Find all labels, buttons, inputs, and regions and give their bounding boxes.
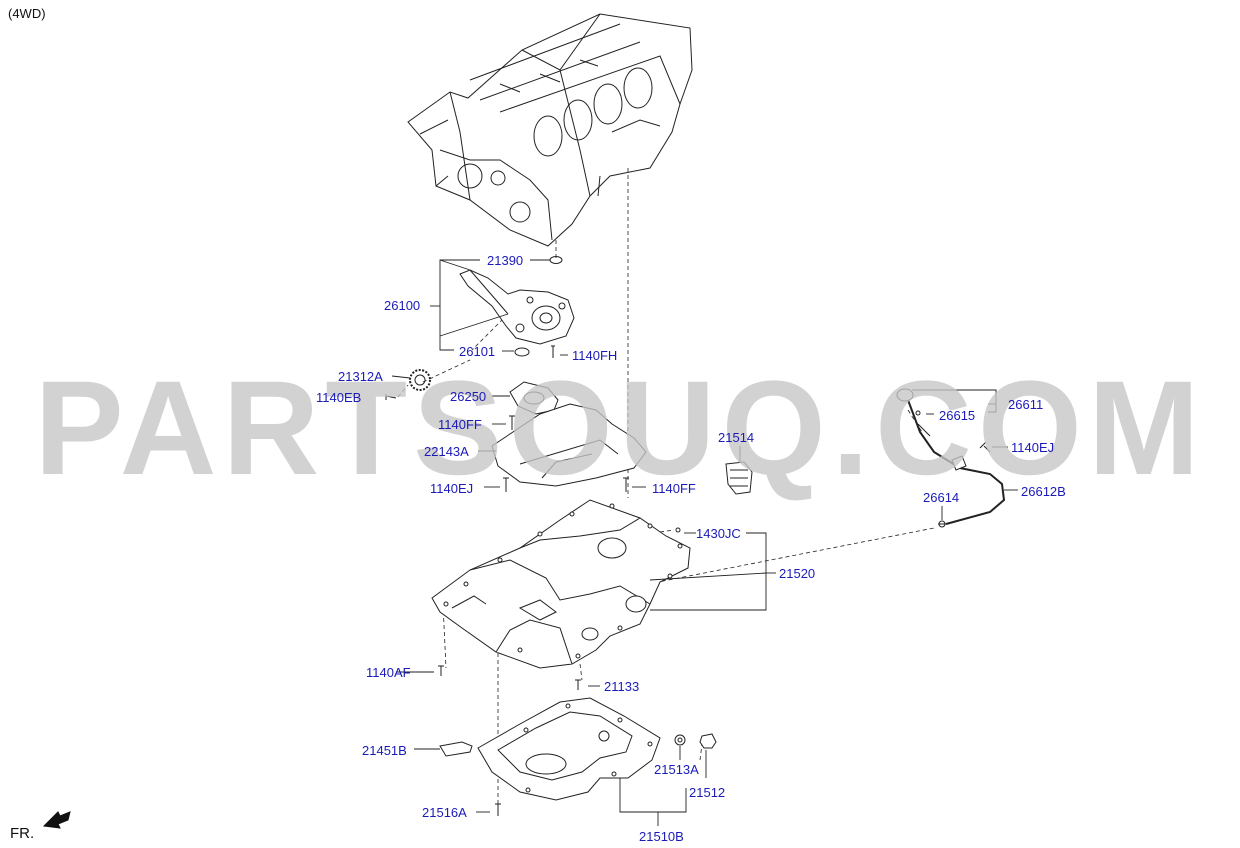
lower-oil-pan-drawing (477, 697, 661, 801)
part-label-26612b[interactable]: 26612B (1021, 484, 1066, 499)
upper-oil-pan-drawing (431, 499, 691, 669)
bolt-drawings (385, 345, 991, 816)
oil-strainer-drawing (509, 381, 559, 415)
part-label-1140ej-right[interactable]: 1140EJ (1011, 440, 1055, 455)
part-label-1140af[interactable]: 1140AF (366, 665, 411, 680)
part-label-21312a[interactable]: 21312A (338, 369, 383, 384)
part-label-21514[interactable]: 21514 (718, 430, 755, 445)
part-label-26250[interactable]: 26250 (450, 389, 487, 404)
part-label-1430jc[interactable]: 1430JC (696, 526, 741, 541)
part-label-26611[interactable]: 26611 (1008, 397, 1044, 412)
part-label-21516a[interactable]: 21516A (422, 805, 467, 820)
part-label-26101[interactable]: 26101 (459, 344, 496, 359)
oil-pump-drawing (459, 269, 575, 345)
front-direction-arrow-icon (42, 811, 71, 829)
part-label-21451b[interactable]: 21451B (362, 743, 407, 758)
leader-lines (391, 259, 1018, 826)
part-label-21510b[interactable]: 21510B (639, 829, 684, 844)
front-orientation-label: FR. (10, 825, 35, 842)
part-label-1140ff-upper[interactable]: 1140FF (438, 417, 482, 432)
part-label-22143a[interactable]: 22143A (424, 444, 469, 459)
part-label-21513a[interactable]: 21513A (654, 762, 699, 777)
part-label-1140fh[interactable]: 1140FH (572, 348, 618, 363)
baffle-plate-drawing (491, 403, 647, 487)
engine-block-drawing (407, 13, 693, 247)
part-label-21512[interactable]: 21512 (689, 785, 726, 800)
part-label-21133[interactable]: 21133 (604, 679, 640, 694)
part-label-21390[interactable]: 21390 (487, 253, 524, 268)
part-label-1140eb[interactable]: 1140EB (316, 390, 362, 405)
part-label-1140ff-lower[interactable]: 1140FF (652, 481, 696, 496)
variant-label: (4WD) (8, 6, 46, 21)
part-label-26100[interactable]: 26100 (384, 298, 421, 313)
part-label-1140ej-left[interactable]: 1140EJ (430, 481, 474, 496)
part-label-21520[interactable]: 21520 (779, 566, 816, 581)
part-label-26614[interactable]: 26614 (923, 490, 960, 505)
part-label-26615[interactable]: 26615 (939, 408, 976, 423)
dipstick-drawing (896, 388, 1006, 525)
